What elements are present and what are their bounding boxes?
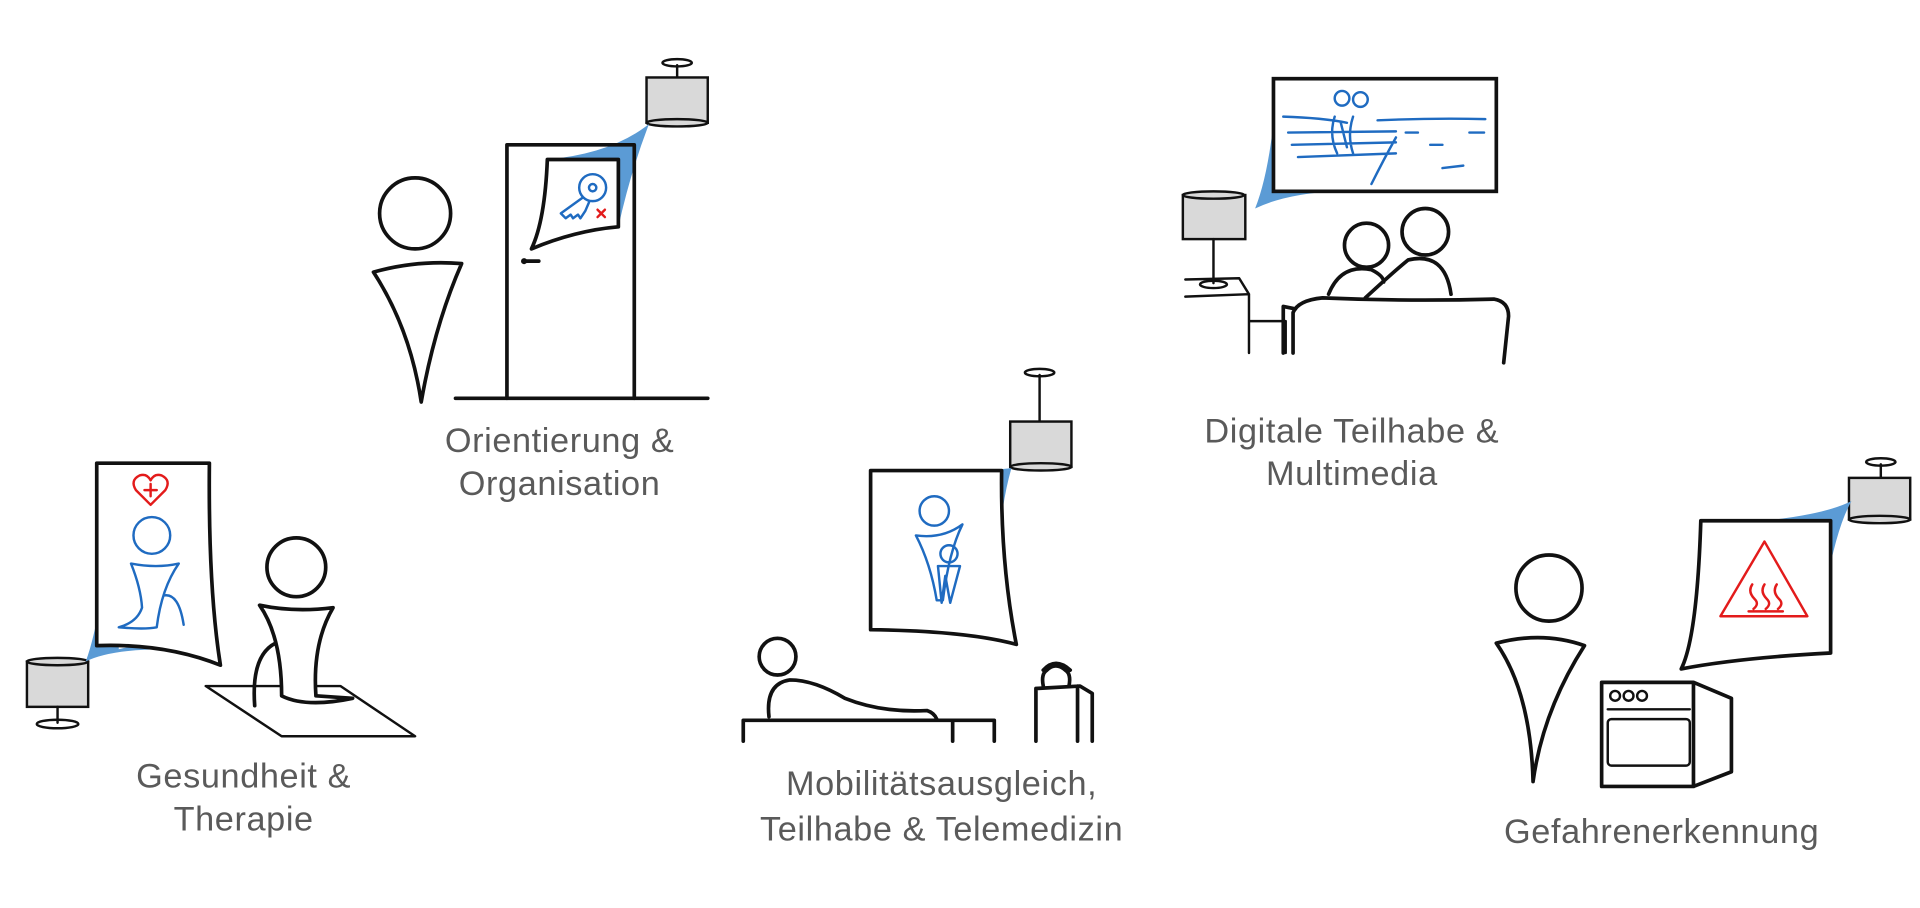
scene-orientation: Orientierung & Organisation — [371, 57, 710, 503]
table-projector-lamp — [25, 656, 90, 730]
oven — [1599, 680, 1734, 789]
ceiling-projector-lamp — [1008, 367, 1073, 472]
x-mark-icon — [596, 208, 607, 219]
projected-key-sign — [529, 157, 621, 251]
two-people-watching — [1326, 206, 1453, 300]
label-digital-line2: Multimedia — [1266, 455, 1438, 493]
couple-on-boat-icon — [1282, 89, 1487, 186]
label-health-line2: Therapie — [174, 801, 314, 839]
key-icon — [559, 172, 608, 220]
projected-caregiver-poster — [868, 468, 1019, 647]
label-orientation-line1: Orientierung & — [445, 422, 675, 460]
sofa — [1281, 296, 1511, 365]
label-health-line1: Gesundheit & — [136, 758, 351, 796]
projection-beam — [547, 124, 649, 227]
telephone-on-table — [1034, 661, 1095, 743]
assisted-person-icon — [914, 495, 964, 604]
person-sitting — [252, 536, 355, 708]
hot-surface-warning-icon — [1719, 540, 1809, 618]
projected-warning-poster — [1679, 518, 1833, 671]
table-lamp — [1181, 190, 1247, 290]
label-mobility-line1: Mobilitätsausgleich, — [786, 765, 1097, 803]
projected-tv-screen — [1271, 76, 1499, 194]
label-mobility-line2: Teilhabe & Telemedizin — [760, 810, 1123, 848]
scene-digital: Digitale Teilhabe & Multimedia — [1181, 76, 1511, 493]
exercising-person-icon — [117, 515, 185, 630]
label-orientation-line2: Organisation — [459, 465, 661, 503]
scene-mobility: Mobilitätsausgleich, Teilhabe & Telemedi… — [741, 367, 1123, 848]
person-standing — [371, 176, 464, 404]
person-lying-in-bed — [741, 636, 997, 743]
projected-health-poster — [94, 461, 223, 668]
heart-plus-icon — [132, 473, 169, 507]
ceiling-projector-lamp — [1847, 457, 1912, 525]
person-standing — [1494, 553, 1587, 784]
scene-health: Gesundheit & Therapie — [25, 461, 417, 839]
ceiling-projector-lamp — [645, 57, 709, 128]
side-table — [1184, 277, 1287, 355]
scene-danger: Gefahrenerkennung — [1494, 457, 1912, 851]
label-danger: Gefahrenerkennung — [1504, 813, 1819, 851]
telephone-icon — [1040, 661, 1073, 688]
label-digital-line1: Digitale Teilhabe & — [1204, 412, 1499, 450]
door — [453, 142, 710, 401]
